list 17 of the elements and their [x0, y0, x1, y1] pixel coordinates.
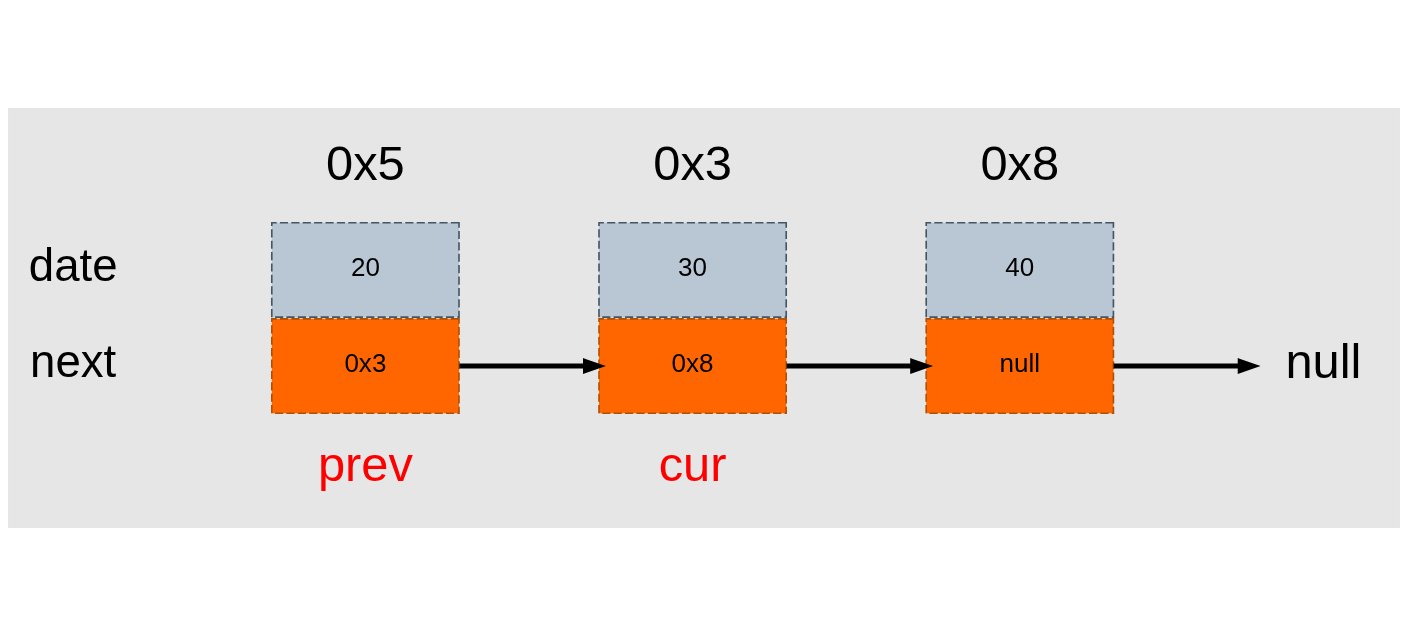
node-box: null — [925, 317, 1115, 414]
label: next — [30, 335, 117, 387]
node-box: 30 — [598, 221, 788, 318]
node-box: 40 — [925, 221, 1115, 318]
node-label: 0x3 — [653, 135, 732, 190]
arrow — [459, 357, 606, 374]
node-box: 0x8 — [598, 317, 788, 414]
label: date — [28, 239, 118, 291]
node-text: null — [1285, 333, 1362, 388]
node-label: 0x5 — [326, 135, 405, 190]
arrow — [786, 357, 934, 374]
node-box: 20 — [270, 221, 460, 318]
node-label: prev — [317, 436, 413, 491]
arrow — [1113, 357, 1261, 374]
node-box: 0x3 — [270, 317, 460, 414]
node-label: cur — [658, 436, 727, 491]
node-label: 0x8 — [980, 135, 1060, 190]
